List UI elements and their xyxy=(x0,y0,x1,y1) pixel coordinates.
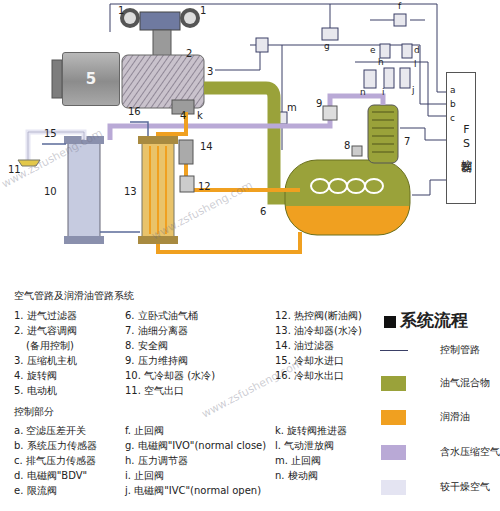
list-item: 13. 油冷却器(水冷) xyxy=(275,325,362,336)
callout-number: 1 xyxy=(118,5,124,16)
callout-letter: g xyxy=(324,42,330,52)
list-item: f. 止回阀 xyxy=(125,425,164,436)
callout-number: 15 xyxy=(44,128,57,139)
list-item: m. 止回阀 xyxy=(275,455,321,466)
list-item: 3. 压缩机主机 xyxy=(14,355,77,366)
list-item: 16. 冷却水出口 xyxy=(275,370,344,381)
callout-number: 4 xyxy=(180,110,186,121)
legend-text: 油气混合物 xyxy=(440,377,490,388)
node-text: FS控制器 xyxy=(458,123,475,154)
list-item: (备用控制) xyxy=(26,340,74,351)
list-item: 5. 电动机 xyxy=(14,385,57,396)
callout-number: 12 xyxy=(198,181,211,192)
list-item: 7. 油细分离器 xyxy=(125,325,188,336)
list-item: e. 限流阀 xyxy=(14,485,57,496)
callout-letter: e xyxy=(370,46,376,56)
callout-number: 16 xyxy=(128,106,141,117)
section-title: 空气管路及润滑油管路系统 xyxy=(14,290,134,301)
callout-number: 3 xyxy=(207,66,213,77)
callout-letter: k xyxy=(197,110,203,121)
legend-text: 较干燥空气 xyxy=(440,481,490,492)
callout-letter: c xyxy=(450,114,455,124)
callout-letter: b xyxy=(450,100,456,110)
callout-letter: n xyxy=(360,88,366,98)
legend-swatch xyxy=(381,445,406,460)
legend-heading: 系统流程 xyxy=(400,311,468,330)
callout-number: 1 xyxy=(200,5,206,16)
legend-swatch xyxy=(381,410,406,425)
callout-letter: d xyxy=(414,46,420,56)
legend-text: 含水压缩空气 xyxy=(440,446,500,457)
callout-number: 7 xyxy=(404,136,410,147)
section-heading: 控制部分 xyxy=(14,406,54,417)
list-item: h. 压力调节器 xyxy=(125,455,188,466)
list-item: b. 系统压力传感器 xyxy=(14,440,97,451)
callout-letter: m xyxy=(287,102,297,113)
callout-letter: l xyxy=(414,60,417,70)
callout-number: 9 xyxy=(316,98,322,109)
list-item: 11. 空气出口 xyxy=(125,385,184,396)
callout-number: 10 xyxy=(44,186,57,197)
callout-number: 13 xyxy=(124,186,137,197)
list-item: 8. 安全阀 xyxy=(125,340,168,351)
watermark: www.zsfusheng.com xyxy=(200,357,305,420)
callout-letter: j xyxy=(412,86,415,96)
callout-number: 8 xyxy=(344,140,350,151)
list-item: 14. 油过滤器 xyxy=(275,340,334,351)
legend-swatch xyxy=(381,480,406,495)
list-item: 10. 气冷却器 (水冷) xyxy=(125,370,215,381)
list-item: k. 旋转阀推进器 xyxy=(275,425,347,436)
list-item: n. 梭动阀 xyxy=(275,470,318,481)
legend-text: 润滑油 xyxy=(440,411,470,422)
list-item: i. 止回阀 xyxy=(125,470,164,481)
callout-letter: a xyxy=(450,86,456,96)
callout-number: 6 xyxy=(260,206,266,217)
callout-letter: f xyxy=(398,2,401,12)
list-item: 1. 进气过滤器 xyxy=(14,310,77,321)
list-item: d. 电磁阀"BDV" xyxy=(14,470,87,481)
callout-letter: h xyxy=(378,58,384,68)
callout-number: 2 xyxy=(186,48,192,59)
legend-line-sample xyxy=(380,350,408,351)
list-item: 12. 热控阀(断油阀) xyxy=(275,310,362,321)
list-item: j. 电磁阀"IVC"(normal open) xyxy=(125,485,261,496)
list-item: 9. 压力维持阀 xyxy=(125,355,188,366)
legend-swatch xyxy=(381,376,406,391)
list-item: c. 排气压力传感器 xyxy=(14,455,96,466)
legend-text: 控制管路 xyxy=(440,344,480,355)
list-item: 2. 进气容调阀 xyxy=(14,325,77,336)
list-item: 6. 立卧式油气桶 xyxy=(125,310,198,321)
list-item: l. 气动泄放阀 xyxy=(275,440,334,451)
list-item: 4. 旋转阀 xyxy=(14,370,57,381)
motor-box: 5 xyxy=(62,52,120,106)
list-item: g. 电磁阀"IVO"(normal close) xyxy=(125,440,266,451)
list-item: 15. 冷却水进口 xyxy=(275,355,344,366)
callout-number: 14 xyxy=(200,141,213,152)
list-item: a. 空滤压差开关 xyxy=(14,425,87,436)
node-text: 5 xyxy=(86,70,96,88)
callout-letter: i xyxy=(382,88,385,98)
